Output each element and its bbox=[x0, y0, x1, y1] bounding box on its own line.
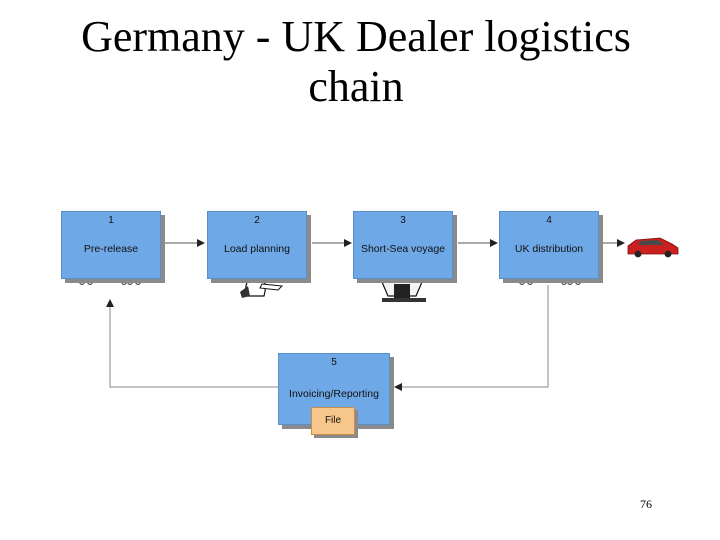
slide-title: Germany - UK Dealer logistics chain bbox=[0, 12, 712, 112]
step-number: 2 bbox=[254, 215, 260, 226]
file-tag[interactable]: File bbox=[311, 407, 355, 435]
step-label: Short-Sea voyage bbox=[360, 243, 446, 255]
step-number: 4 bbox=[546, 215, 552, 226]
step-label: Load planning bbox=[224, 243, 290, 255]
loop-from-4-to-5 bbox=[394, 285, 549, 391]
page-number: 76 bbox=[640, 497, 652, 511]
step-box-load-planning[interactable]: 2 Load planning bbox=[207, 211, 307, 279]
loop-from-5-to-1 bbox=[106, 299, 280, 388]
step-label: Pre-release bbox=[83, 243, 139, 255]
title-line-1: Germany - UK Dealer logistics bbox=[81, 12, 631, 61]
step-number: 5 bbox=[331, 357, 337, 368]
step-number: 3 bbox=[400, 215, 406, 226]
step-label: Invoicing/Reporting bbox=[289, 388, 379, 400]
step-box-short-sea-voyage[interactable]: 3 Short-Sea voyage bbox=[353, 211, 453, 279]
step-box-pre-release[interactable]: 1 Pre-release bbox=[61, 211, 161, 279]
title-line-2: chain bbox=[308, 62, 404, 111]
step-box-uk-distribution[interactable]: 4 UK distribution bbox=[499, 211, 599, 279]
step-label: UK distribution bbox=[514, 243, 584, 255]
red-car-icon bbox=[627, 237, 679, 258]
step-number: 1 bbox=[108, 215, 114, 226]
